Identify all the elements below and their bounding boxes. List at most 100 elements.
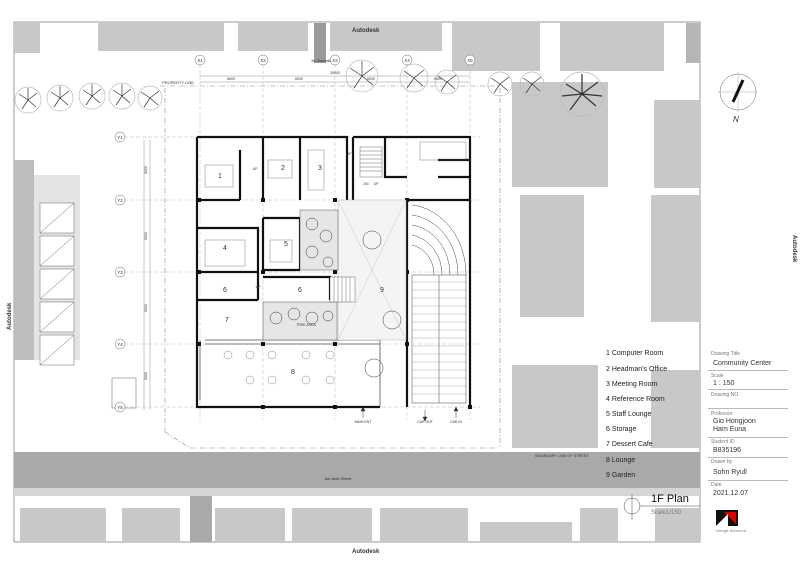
- grid-label-y2: Y2: [117, 198, 123, 203]
- professor-names: Gio Hongjoon Ham Euna: [713, 418, 756, 433]
- dim-v-4: 6000: [144, 372, 148, 380]
- stair-2: [329, 276, 356, 303]
- legend-item-meeting-room: 3 Meeting Room: [606, 381, 658, 388]
- watermark-left: Autodesk: [7, 302, 13, 330]
- room-number-3: 3: [318, 165, 322, 172]
- plan-scale: Scale1/150: [651, 510, 682, 516]
- tree-row: [14, 59, 605, 117]
- room-number-6a: 6: [223, 287, 227, 294]
- legend-item-dessert-cafe: 7 Dessert Cafe: [606, 441, 653, 448]
- entry-arrows: [360, 406, 459, 422]
- neighbor-buildings-top: [14, 23, 700, 71]
- plan-title: 1F Plan: [651, 493, 689, 505]
- up-label-2: UP: [374, 182, 380, 186]
- room-number-8: 8: [291, 369, 295, 376]
- school-logo: [716, 510, 738, 526]
- dim-v-2: 6000: [144, 232, 148, 240]
- room-numbers: 1 2 3 4 5 6 6 7 8 9: [218, 165, 384, 376]
- dn-label: DN: [363, 182, 369, 186]
- dim-3: 6000: [367, 77, 375, 81]
- legend-item-reference-room: 4 Reference Room: [606, 396, 665, 403]
- title-block-divider: [708, 457, 788, 458]
- main-ent-label: MAIN ENT: [355, 420, 373, 424]
- room-number-2: 2: [281, 165, 285, 172]
- up-label-3: UP: [256, 285, 262, 289]
- room-number-6b: 6: [298, 287, 302, 294]
- watermark-right: Autodesk: [791, 235, 797, 263]
- dim-v-3: 6000: [144, 304, 148, 312]
- drawing-title-label: Drawing Title: [711, 351, 740, 357]
- legend-item-computer-room: 1 Computer Room: [606, 350, 664, 357]
- legend-item-lounge: 8 Lounge: [606, 457, 636, 464]
- furniture: [204, 141, 467, 385]
- student-id: B835196: [713, 447, 742, 454]
- grid-bubbles: [114, 54, 476, 413]
- courtyard-trees: [269, 217, 402, 378]
- parking-ramp: [411, 204, 467, 404]
- grid-label-y4: Y4: [117, 342, 123, 347]
- grid-label-x1: X1: [197, 58, 203, 63]
- date-label: Date: [711, 482, 722, 488]
- property-line-label: PROPERTY LINE: [162, 80, 194, 85]
- street-bottom-strip: [14, 488, 700, 496]
- north-label: N: [733, 115, 739, 124]
- watermarks: Autodesk Autodesk Autodesk Autodesk: [7, 28, 797, 555]
- lift-label: LIFT: [346, 152, 354, 156]
- legend-item-garden: 9 Garden: [606, 472, 636, 479]
- dim-2: 6000: [295, 77, 303, 81]
- property-lines: [160, 85, 501, 449]
- north-arrow-icon: [718, 72, 758, 112]
- dim-v-1: 6000: [144, 166, 148, 174]
- drawn-by-label: Drawn by: [711, 459, 733, 465]
- courtyard-diagonals: [337, 199, 407, 341]
- dim-1: 6600: [227, 77, 235, 81]
- stair-1: [359, 146, 383, 178]
- scale-label: Scale: [711, 373, 724, 379]
- drawing-title: Community Center: [713, 360, 772, 367]
- legend-item-storage: 6 Storage: [606, 426, 637, 433]
- grid-label-x5: X5: [467, 58, 473, 63]
- title-block-divider: [708, 480, 788, 481]
- street: [14, 452, 700, 488]
- drawing-no-label: Drawing NO.: [711, 392, 740, 398]
- watermark-top: Autodesk: [352, 28, 380, 34]
- dimension-text: 30000 6600 6000 6000 6600 PROPERTY LINE …: [144, 59, 589, 481]
- student-id-label: Student ID: [711, 439, 735, 445]
- room-number-1: 1: [218, 173, 222, 180]
- grid-label-x2: X2: [260, 58, 266, 63]
- street-label: 8m wide Street: [325, 476, 353, 481]
- left-site: [14, 160, 137, 409]
- grid-label-x4: X4: [404, 58, 410, 63]
- title-block-divider: [708, 408, 788, 409]
- logo-text: Hongik School of: [716, 528, 747, 533]
- grid-label-x3: X3: [332, 58, 338, 63]
- ramp-hatching: [412, 281, 466, 395]
- sidewalk-label: 3m Sidewalk: [311, 59, 331, 63]
- car-in-label: CAR IN: [450, 420, 462, 424]
- tree-area: [262, 209, 339, 341]
- date-value: 2021.12.07: [713, 490, 749, 497]
- drawn-by: Sohn Ryull: [713, 469, 747, 476]
- dim-4: 6600: [434, 77, 442, 81]
- tree-area-label: TREE AREA: [296, 323, 316, 327]
- plan-labels: UP UP DN UP LIFT TREE AREA MAIN ENT CAR …: [253, 152, 463, 424]
- legend-item-headmans-office: 2 Headman's Office: [606, 366, 668, 373]
- scale-value: 1 : 150: [713, 380, 735, 387]
- professor-label: Professor: [711, 411, 733, 417]
- dim-total: 30000: [330, 71, 340, 75]
- car-out-label: CAR OUT: [417, 420, 434, 424]
- title-block-divider: [708, 389, 788, 390]
- grid-label-y1: Y1: [117, 135, 123, 140]
- columns: [197, 198, 472, 409]
- neighbor-buildings-right: [512, 82, 700, 448]
- grid-label-y5: Y5: [117, 405, 123, 410]
- up-label-1: UP: [253, 167, 259, 171]
- grid-label-y3: Y3: [117, 270, 123, 275]
- room-number-5: 5: [284, 241, 288, 248]
- legend-item-staff-lounge: 5 Staff Lounge: [606, 411, 652, 418]
- title-block-divider: [708, 370, 788, 371]
- watermark-bottom: Autodesk: [352, 549, 380, 555]
- plan-title-symbol: [623, 494, 700, 520]
- neighbor-buildings-bottom: [20, 496, 700, 542]
- grid-labels: X1 X2 X3 X4 X5 Y1 Y2 Y3 Y4 Y5: [117, 58, 473, 410]
